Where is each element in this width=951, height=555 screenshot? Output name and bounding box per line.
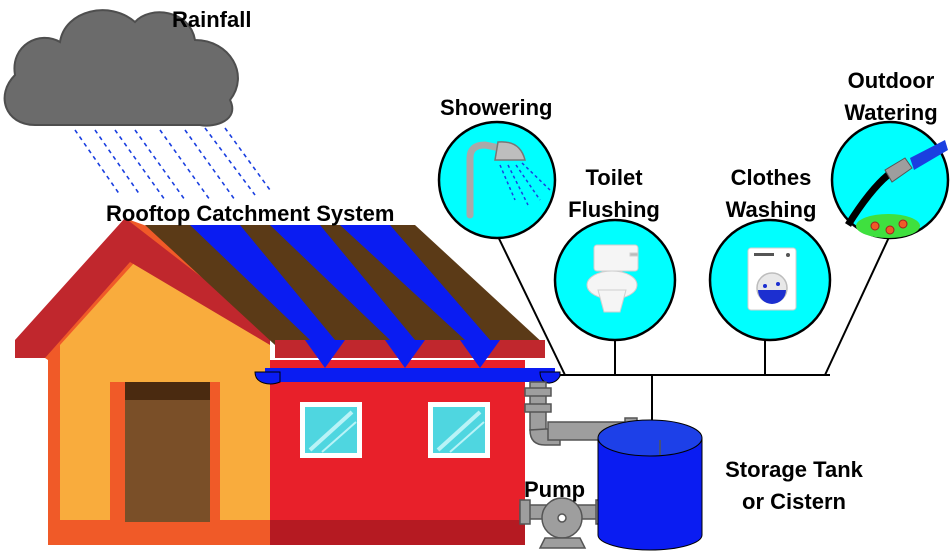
cloud-icon <box>3 9 239 127</box>
window <box>428 402 490 458</box>
toilet-icon <box>586 244 639 313</box>
storage-tank-label: Storage Tank or Cistern <box>725 457 863 514</box>
rain-icon <box>74 127 271 201</box>
washing-machine-icon <box>747 247 797 311</box>
toilet-flushing-label: Toilet Flushing <box>568 165 660 222</box>
rainfall-label: Rainfall <box>172 7 252 32</box>
window <box>300 402 362 458</box>
showering-label: Showering <box>440 95 553 120</box>
red-annex <box>270 360 525 545</box>
door <box>110 382 220 522</box>
showering-circle <box>437 120 557 240</box>
pump-label: Pump <box>524 477 586 502</box>
gutter <box>254 368 561 385</box>
house <box>15 218 270 545</box>
shower-icon <box>466 141 551 219</box>
clothes-washing-label: Clothes Washing <box>725 165 817 222</box>
distribution-lines <box>489 219 891 420</box>
tank-icon <box>597 419 703 551</box>
outdoor-watering-label: Outdoor Watering <box>844 68 938 125</box>
garden-hose-icon <box>845 140 948 238</box>
clothes-washing-circle <box>708 218 832 342</box>
outdoor-watering-circle <box>830 120 950 240</box>
rooftop-catchment-label: Rooftop Catchment System <box>106 201 395 226</box>
roof <box>145 225 561 385</box>
toilet-circle <box>553 218 677 342</box>
